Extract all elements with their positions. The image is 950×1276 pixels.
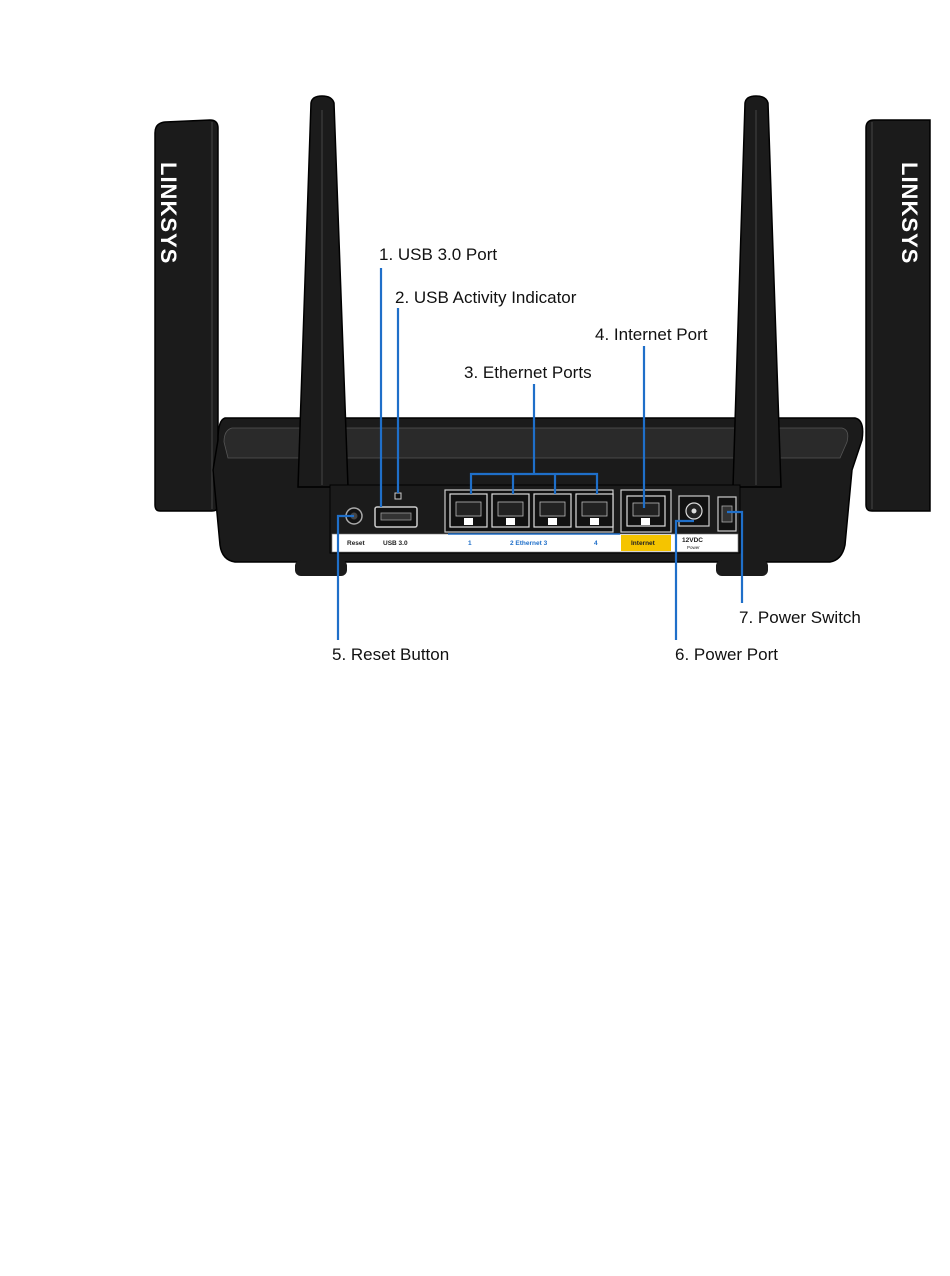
ethernet-ports — [445, 490, 613, 532]
left-side-antenna: LINKSYS — [155, 120, 218, 511]
ethernet-1-label: 1 — [468, 540, 472, 547]
ethernet-port-1[interactable] — [450, 494, 487, 527]
reset-label: Reset — [347, 540, 366, 547]
power-voltage-label: 12VDC — [682, 537, 703, 544]
ethernet-4-label: 4 — [594, 540, 598, 547]
ethernet-port-3[interactable] — [534, 494, 571, 527]
rear-panel: Reset USB 3.0 1 2 Ethernet 3 4 Internet … — [330, 485, 740, 553]
usb-activity-led — [395, 493, 401, 499]
callout-usb-activity: 2. USB Activity Indicator — [395, 288, 577, 307]
left-center-antenna — [298, 96, 348, 487]
right-side-antenna: LINKSYS — [866, 120, 930, 511]
left-foot — [295, 560, 347, 576]
ethernet-2-3-label: 2 Ethernet 3 — [510, 540, 548, 547]
usb-label: USB 3.0 — [383, 540, 408, 547]
callout-usb-port: 1. USB 3.0 Port — [379, 245, 497, 264]
callout-power-switch: 7. Power Switch — [739, 608, 861, 627]
callout-internet-port: 4. Internet Port — [595, 325, 708, 344]
callout-ethernet-ports: 3. Ethernet Ports — [464, 363, 592, 382]
callout-reset-button: 5. Reset Button — [332, 645, 449, 664]
callout-power-port: 6. Power Port — [675, 645, 778, 664]
ethernet-port-4[interactable] — [576, 494, 613, 527]
internet-label: Internet — [631, 540, 656, 547]
right-center-antenna — [733, 96, 781, 487]
ethernet-port-2[interactable] — [492, 494, 529, 527]
left-brand-logo: LINKSYS — [156, 162, 181, 264]
internet-port[interactable] — [621, 490, 671, 532]
right-brand-logo: LINKSYS — [897, 162, 922, 264]
power-word-label: Power — [687, 545, 700, 550]
